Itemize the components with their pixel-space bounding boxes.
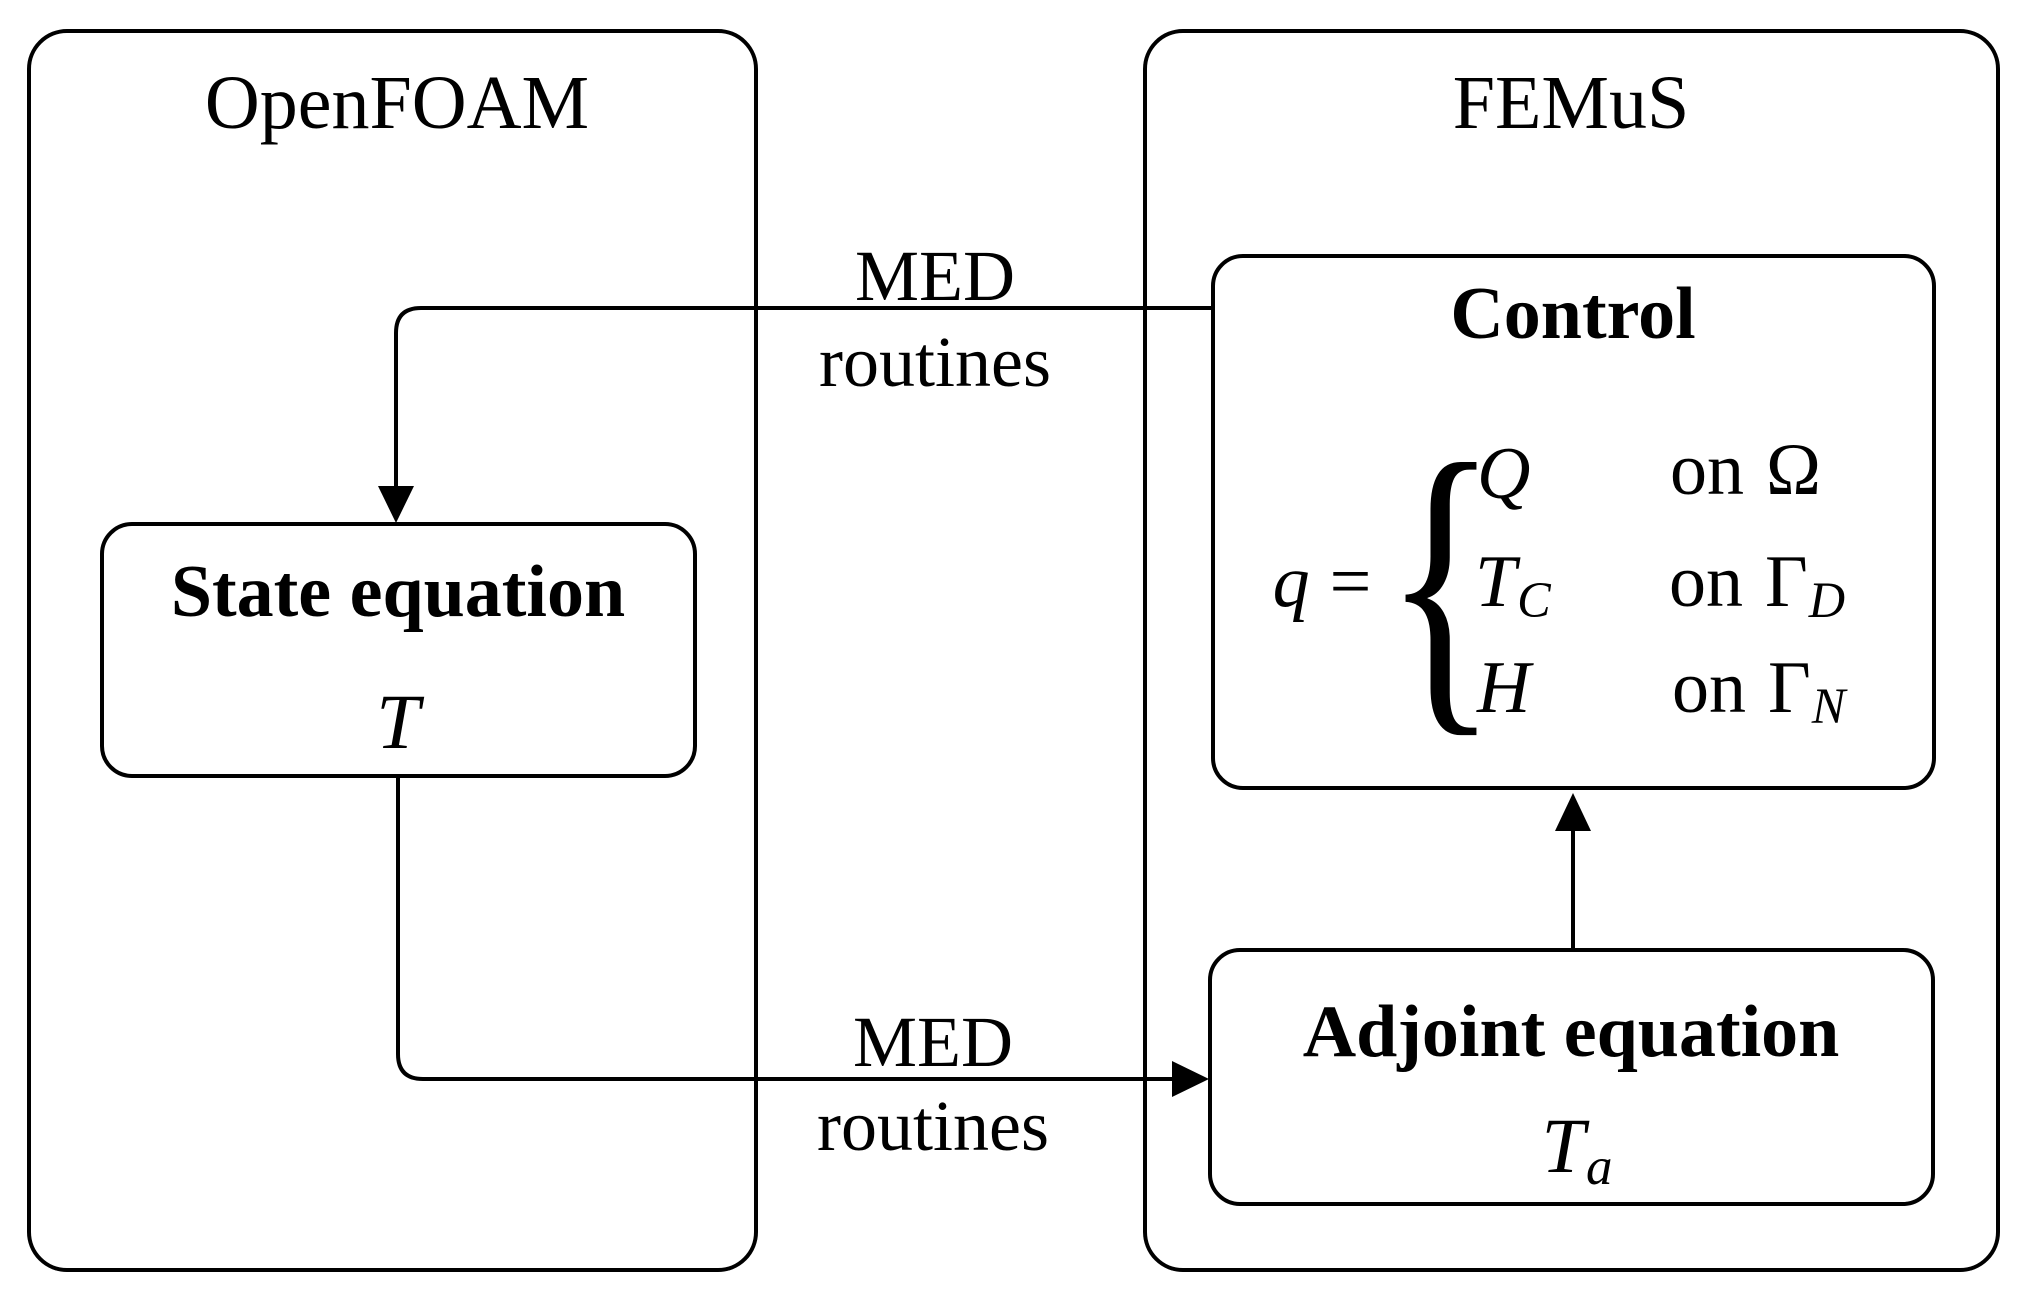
med-label-bottom-line1: MED xyxy=(853,1002,1013,1082)
adjoint-equation-title: Adjoint equation xyxy=(1302,991,1840,1073)
adjoint-symbol-Ta: Ta xyxy=(1541,1102,1613,1196)
state-symbol-T: T xyxy=(376,678,420,765)
arrowhead-up-icon xyxy=(1555,793,1591,831)
med-label-top-line1: MED xyxy=(855,236,1015,316)
femus-title: FEMuS xyxy=(1452,61,1690,145)
med-label-top-line2: routines xyxy=(819,322,1051,402)
arrowhead-down-icon xyxy=(378,486,414,523)
state-equation-box xyxy=(100,522,697,778)
state-equation-title: State equation xyxy=(170,551,626,633)
control-title: Control xyxy=(1450,273,1696,355)
arrowhead-right-icon xyxy=(1172,1061,1209,1097)
openfoam-title: OpenFOAM xyxy=(204,61,590,145)
equation-q: q xyxy=(1272,541,1310,623)
femus-container-box xyxy=(1143,29,2000,1272)
equation-row3-domain-sub: N xyxy=(1811,678,1846,735)
arrow-control-to-state xyxy=(394,306,1211,486)
arrow-state-to-adjoint xyxy=(396,778,1172,1081)
control-box xyxy=(1211,254,1936,790)
equation-row2-value-sub: C xyxy=(1517,572,1551,629)
equation-row1-value: Q xyxy=(1477,433,1531,515)
equation-lhs: q = xyxy=(1273,545,1372,619)
adjoint-equation-box xyxy=(1208,948,1935,1206)
openfoam-container-box xyxy=(27,29,758,1272)
adjoint-symbol-sub: a xyxy=(1585,1137,1613,1196)
equation-row2-value: TC xyxy=(1475,541,1551,629)
equation-brace: { xyxy=(1383,398,1499,763)
med-label-bottom-line2: routines xyxy=(817,1086,1049,1166)
equation-equals: = xyxy=(1329,541,1372,623)
equation-row2-domain-sub: D xyxy=(1808,572,1846,629)
equation-row3-value: H xyxy=(1477,647,1531,729)
